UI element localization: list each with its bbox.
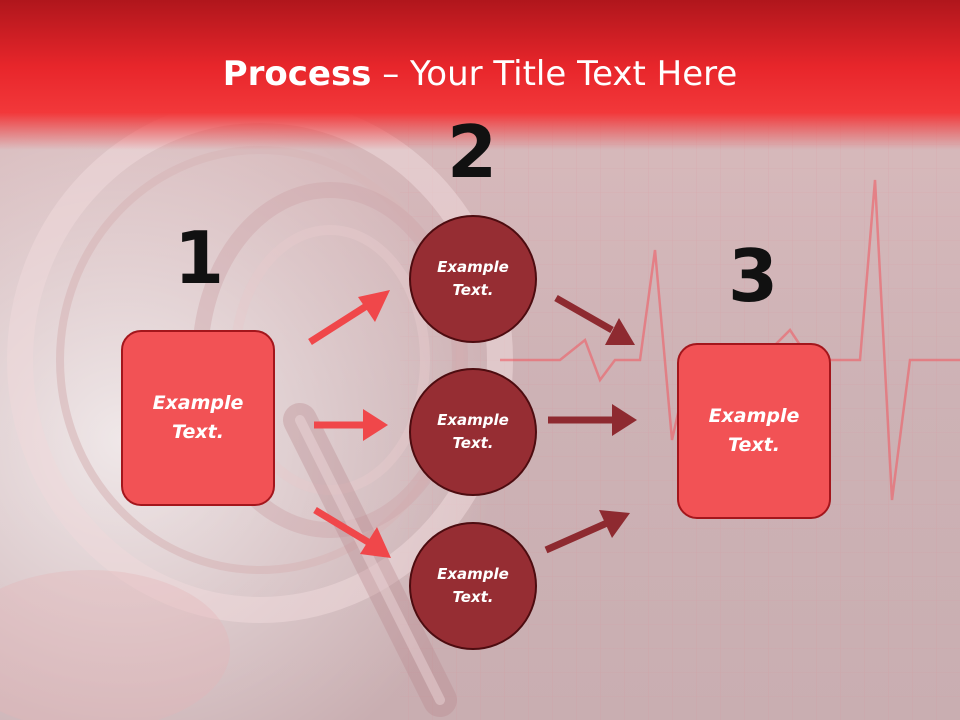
arrow-to-top-circle xyxy=(308,290,390,345)
step-1-text: Example Text. xyxy=(152,392,244,443)
title-rest: – Your Title Text Here xyxy=(371,54,738,94)
step-1-box[interactable]: Example Text. xyxy=(121,330,275,506)
circle-middle-text: Example Text. xyxy=(437,411,509,452)
step-2-circle-top[interactable]: Example Text. xyxy=(409,215,537,343)
step-number-1: 1 xyxy=(173,216,225,300)
circle-top-text: Example Text. xyxy=(437,258,509,299)
step-number-2: 2 xyxy=(446,110,498,194)
title-bar xyxy=(0,0,960,150)
arrow-to-middle-circle xyxy=(314,409,388,441)
step-3-text: Example Text. xyxy=(708,405,800,456)
arrow-from-top-circle xyxy=(554,294,635,345)
step-number-3: 3 xyxy=(727,234,779,318)
slide-title[interactable]: Process – Your Title Text Here xyxy=(0,52,960,96)
step-2-circle-bottom[interactable]: Example Text. xyxy=(409,522,537,650)
title-strong: Process xyxy=(222,54,372,94)
step-3-box[interactable]: Example Text. xyxy=(677,343,831,519)
stethoscope-tube xyxy=(283,403,457,717)
arrow-from-middle-circle xyxy=(548,404,637,436)
step-2-circle-middle[interactable]: Example Text. xyxy=(409,368,537,496)
arrow-from-bottom-circle xyxy=(544,510,630,554)
circle-bottom-text: Example Text. xyxy=(437,565,509,606)
arrow-to-bottom-circle xyxy=(313,507,391,558)
